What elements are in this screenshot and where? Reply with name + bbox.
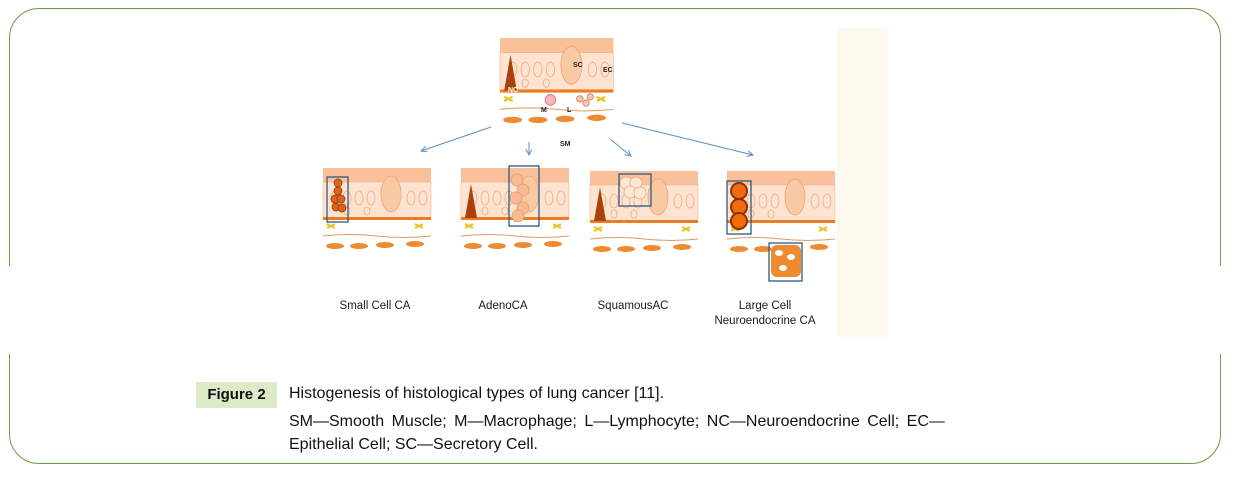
figure-frame [9, 8, 1221, 464]
label-l: L [567, 107, 572, 114]
figure-title: Histogenesis of histological types of lu… [289, 385, 665, 402]
normal-tissue [498, 36, 615, 125]
panel-label-small-cell: Small Cell CA [339, 300, 411, 312]
panel-label-adeno: AdenoCA [478, 300, 528, 312]
panel-adeno [460, 165, 570, 250]
lesion-box [618, 173, 652, 207]
label-ec: EC [603, 67, 613, 74]
figure-image-margin [837, 28, 888, 337]
panel-label-large-cell-line1: Large Cell [738, 300, 792, 312]
histogenesis-diagram: NC SC EC M L SM [322, 36, 836, 282]
arrow-small-cell [421, 126, 492, 151]
figure-tag: Figure 2 [196, 382, 277, 408]
lesion-box [768, 242, 803, 282]
lesion-box [508, 165, 540, 227]
frame-gap-right [1216, 266, 1228, 354]
label-m: M [541, 107, 547, 114]
figure-legend-line2: Epithelial Cell; SC—Secretory Cell. [289, 436, 538, 453]
label-sm: SM [560, 141, 571, 148]
panel-label-large-cell: Large Cell Neuroendocrine CA [705, 299, 825, 329]
arrow-squamous [609, 138, 631, 156]
label-nc: NC [508, 87, 518, 94]
figure-legend-line1: SM—Smooth Muscle; M—Macrophage; L—Lympho… [289, 413, 945, 430]
lesion-box [726, 180, 752, 235]
panel-squamous [589, 170, 699, 253]
figure-legend: SM—Smooth Muscle; M—Macrophage; L—Lympho… [289, 410, 1049, 456]
arrow-large-cell [621, 122, 753, 155]
panel-label-squamous: SquamousAC [597, 300, 669, 312]
label-sc: SC [573, 62, 583, 69]
frame-gap-left [4, 266, 16, 354]
neuroendocrine-cell [504, 54, 517, 91]
lesion-box [326, 176, 349, 223]
panel-large-cell [726, 170, 836, 282]
panel-label-large-cell-line2: Neuroendocrine CA [714, 315, 816, 327]
panel-small-cell [322, 167, 432, 250]
